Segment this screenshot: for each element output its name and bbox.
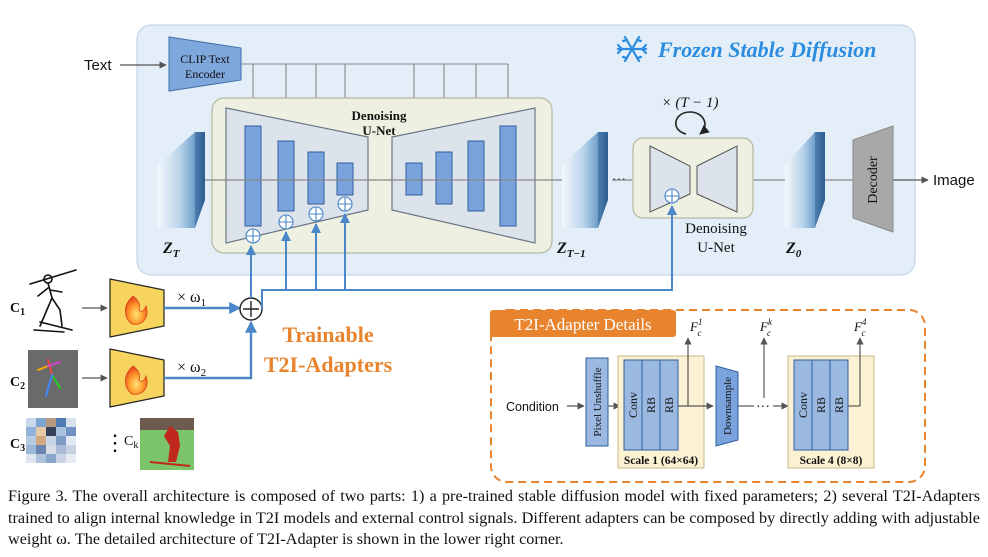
- unet-decoder-block: [467, 140, 485, 212]
- weight-2-label: × ω2: [177, 359, 206, 379]
- c2-label: C2: [10, 375, 25, 392]
- adapter-2-output-line: [164, 320, 257, 380]
- rb-block: [659, 359, 679, 451]
- unet-label-line1: Denoising: [352, 108, 407, 123]
- unet-decoder-trapezoid: [391, 107, 536, 244]
- text-input-label: Text: [84, 57, 112, 74]
- ck-label: Ck: [124, 434, 138, 451]
- vertical-dots: ⋮: [104, 430, 126, 455]
- details-title: T2I-Adapter Details: [514, 315, 651, 334]
- rb-4-label-2: RB: [832, 397, 846, 413]
- condition-label: Condition: [506, 400, 559, 414]
- figure-caption: Figure 3. The overall architecture is co…: [8, 486, 980, 551]
- c1-label: C1: [10, 301, 25, 318]
- scale-1-label: Scale 1 (64×64): [624, 455, 698, 467]
- unet-label-line2: U-Net: [362, 123, 396, 138]
- fire-icon: [124, 295, 148, 325]
- decoder-block: [852, 125, 894, 233]
- loop-label: × (T − 1): [661, 95, 718, 111]
- decoder-label: Decoder: [866, 156, 881, 204]
- latent-z-t-minus-1: [562, 132, 608, 228]
- rb-label-2: RB: [662, 397, 676, 413]
- conv-4-label: Conv: [796, 392, 810, 418]
- condition-image-segmentation: [140, 418, 194, 470]
- condition-image-color: [26, 418, 76, 463]
- trainable-label-line2: T2I-Adapters: [264, 352, 393, 377]
- latent-z-t: [158, 132, 205, 228]
- clip-label-line2: Encoder: [185, 67, 225, 81]
- snowflake-icon: [616, 35, 648, 63]
- clip-text-encoder: [168, 36, 242, 92]
- unet-2-encoder: [649, 145, 691, 213]
- unet-encoder-block: [336, 162, 354, 196]
- unet-decoder-block: [435, 151, 453, 205]
- image-output-label: Image: [933, 172, 975, 189]
- feature-add-nodes: [245, 196, 353, 244]
- downsample-label: Downsample: [722, 377, 734, 435]
- unet-decoder-block: [405, 162, 423, 196]
- condition-image-sketch: [28, 266, 78, 338]
- rb-4-label-1: RB: [814, 397, 828, 413]
- feature-injection-lines: [246, 205, 677, 309]
- unet-encoder-block: [277, 140, 295, 212]
- unet-2-label-line1: Denoising: [685, 221, 747, 237]
- unet-decoder-block: [499, 125, 517, 227]
- pixel-unshuffle-label: Pixel Unshuffle: [592, 367, 604, 436]
- unet-2-label-line2: U-Net: [697, 240, 735, 256]
- caption-text: Figure 3. The overall architecture is co…: [8, 487, 980, 548]
- unet-2-add-node: [664, 188, 680, 204]
- clip-label-line1: CLIP Text: [180, 52, 230, 66]
- trainable-label-line1: Trainable: [282, 322, 374, 347]
- frozen-title: Frozen Stable Diffusion: [657, 37, 876, 62]
- conv-label: Conv: [626, 392, 640, 418]
- rb-label-1: RB: [644, 397, 658, 413]
- unet-2-decoder: [696, 145, 738, 213]
- sum-node: [239, 297, 263, 321]
- c3-label: C3: [10, 437, 25, 454]
- z-t-minus-1-label: ZT−1: [556, 240, 586, 260]
- loop-arrow-icon: [675, 111, 710, 135]
- pixel-unshuffle-block: [585, 357, 609, 447]
- unet-encoder-block: [244, 125, 262, 227]
- downsample-block: [715, 365, 739, 447]
- fire-icon: [124, 365, 148, 395]
- unet-encoder-block: [307, 151, 325, 205]
- z-0-label: Z0: [785, 240, 802, 260]
- details-dots: ···: [756, 400, 770, 415]
- weight-1-label: × ω1: [177, 289, 206, 309]
- z-t-label: ZT: [162, 240, 181, 260]
- architecture-diagram: Frozen Stable Diffusion Text CLIP Text E…: [10, 24, 975, 483]
- scale-4-label: Scale 4 (8×8): [800, 455, 863, 467]
- details-title-badge: [490, 310, 676, 337]
- latent-z-0: [785, 132, 825, 228]
- ellipsis: ···: [612, 173, 626, 188]
- condition-image-pose: [28, 350, 78, 408]
- rb-block: [829, 359, 849, 451]
